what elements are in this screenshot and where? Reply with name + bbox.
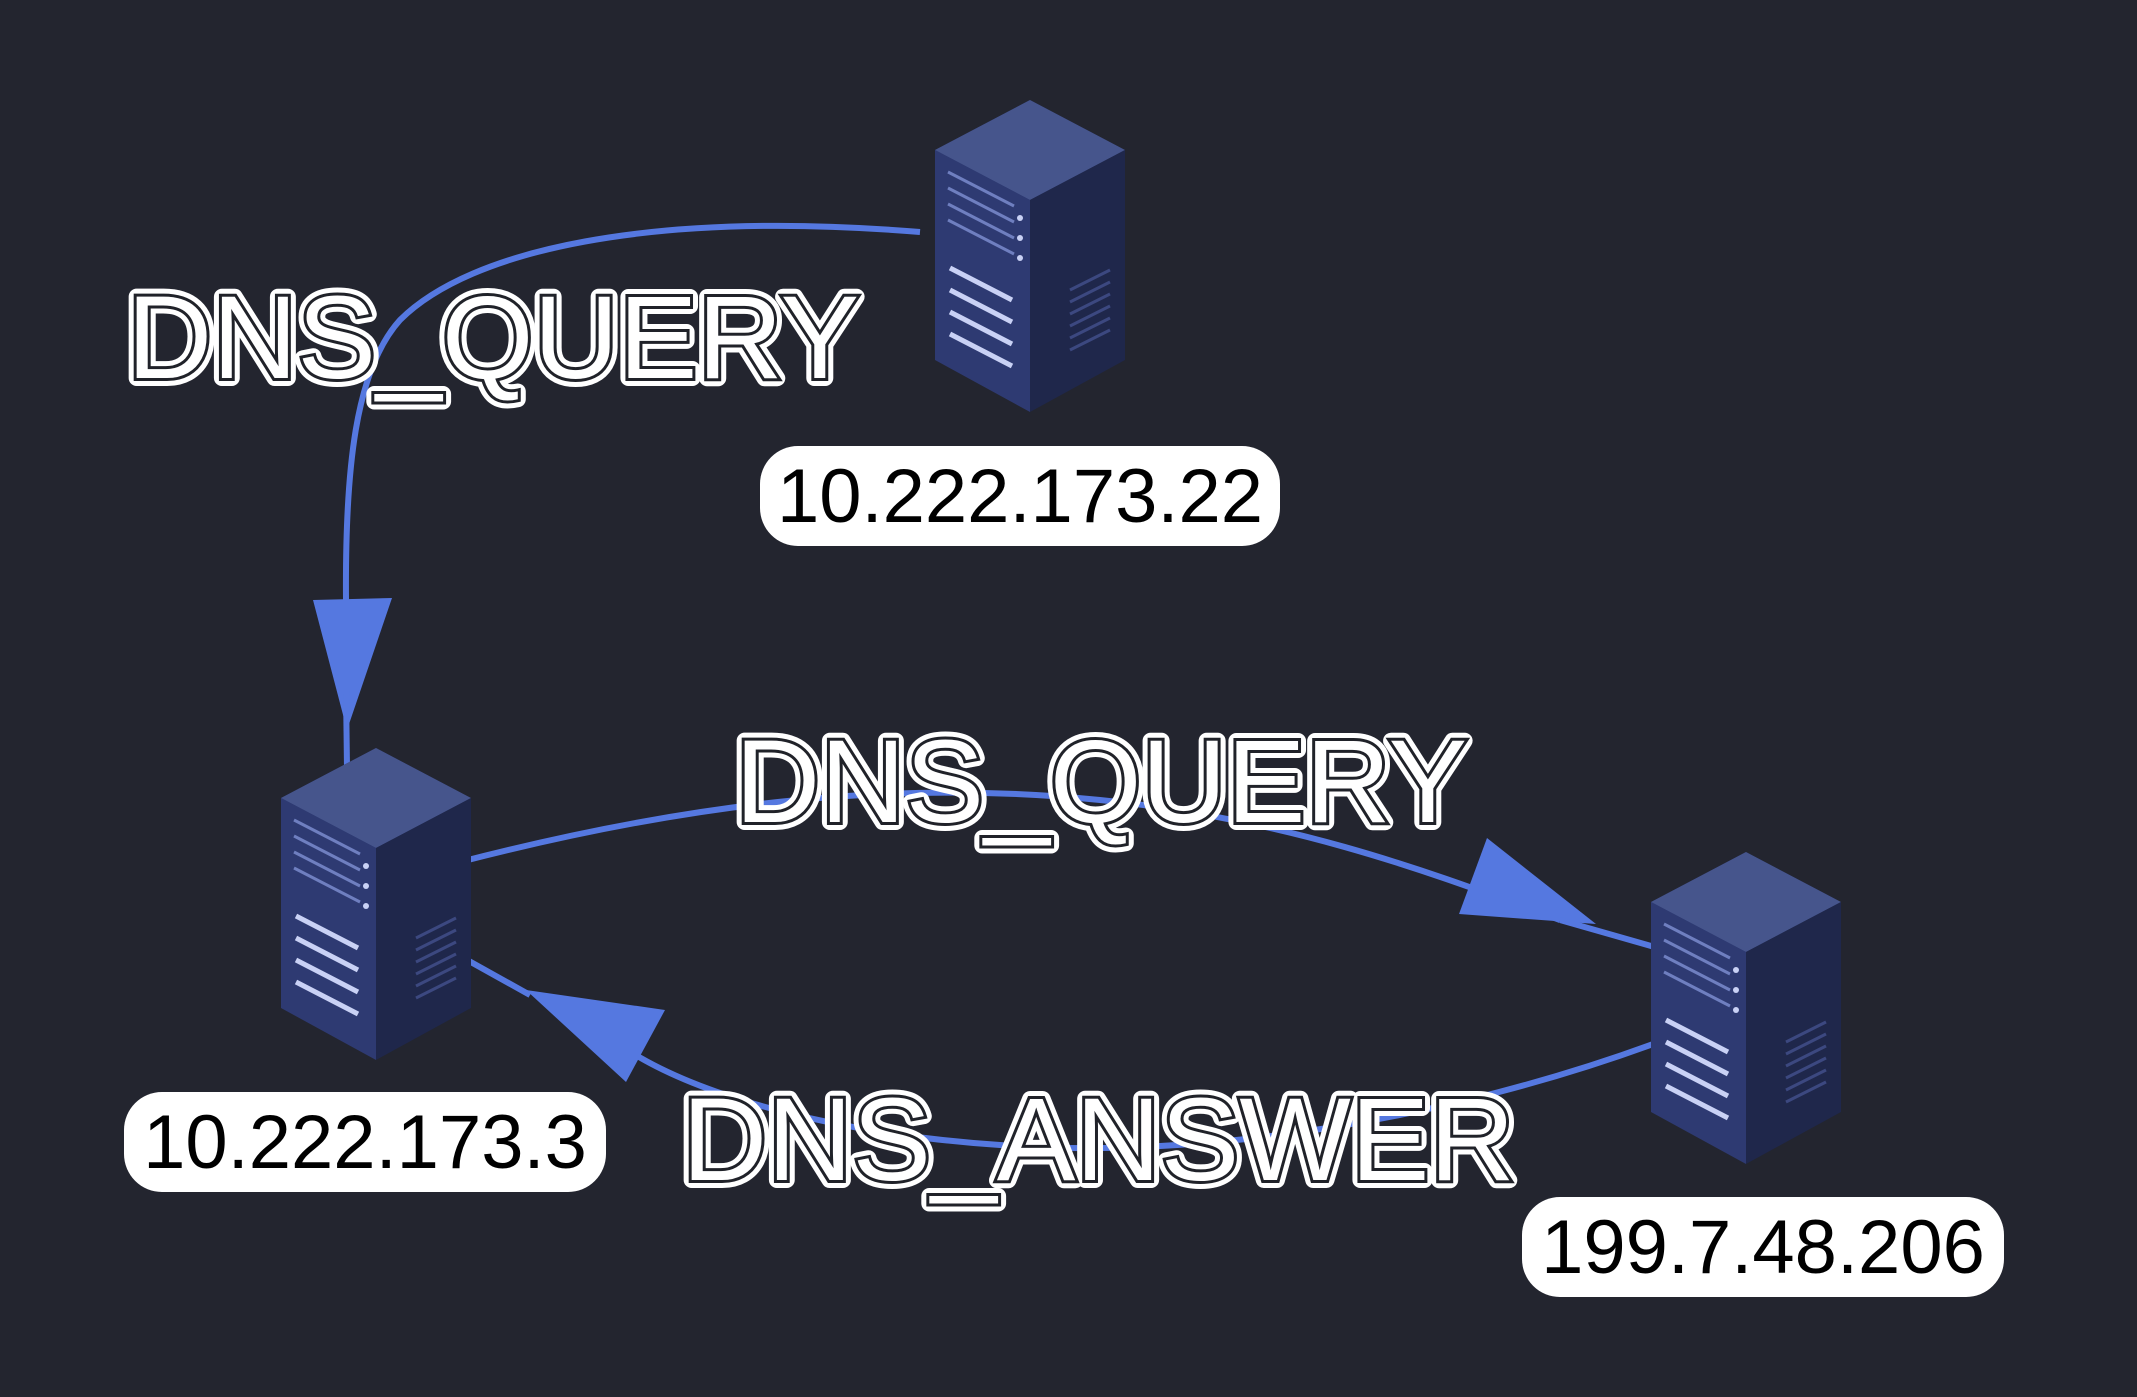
node-label-199-7-48-206: 199.7.48.206 [1522,1197,2004,1297]
server-icon [1651,852,1841,1164]
edge-label-e2: DNS_QUERY DNS_QUERY [727,708,1475,856]
svg-text:DNS_ANSWER: DNS_ANSWER [682,1074,1515,1206]
arrowhead-icon [1459,838,1596,924]
server-icon [281,748,471,1060]
svg-text:DNS_QUERY: DNS_QUERY [127,272,859,404]
svg-text:10.222.173.22: 10.222.173.22 [777,454,1263,539]
arrowhead-icon [526,990,665,1082]
edge-label-e3: DNS_ANSWER DNS_ANSWER [674,1066,1523,1214]
edge-e1 [313,223,921,769]
svg-text:DNS_ANSWER: DNS_ANSWER [682,1074,1515,1206]
svg-text:199.7.48.206: 199.7.48.206 [1541,1205,1985,1290]
svg-text:10.222.173.3: 10.222.173.3 [143,1100,587,1185]
svg-text:DNS_QUERY: DNS_QUERY [735,716,1467,848]
node-label-10-222-173-3: 10.222.173.3 [124,1092,606,1192]
edge-e3 [458,953,1666,1152]
arrowhead-icon [313,598,392,730]
server-node-10-222-173-3[interactable] [281,748,471,1060]
server-node-199-7-48-206[interactable] [1651,852,1841,1164]
edge-e2 [459,789,1666,953]
svg-text:DNS_QUERY: DNS_QUERY [127,272,859,404]
node-label-10-222-173-22: 10.222.173.22 [760,446,1280,546]
server-icon [935,100,1125,412]
edge-label-e1: DNS_QUERY DNS_QUERY [119,264,867,412]
server-node-10-222-173-22[interactable] [935,100,1125,412]
svg-text:DNS_QUERY: DNS_QUERY [735,716,1467,848]
